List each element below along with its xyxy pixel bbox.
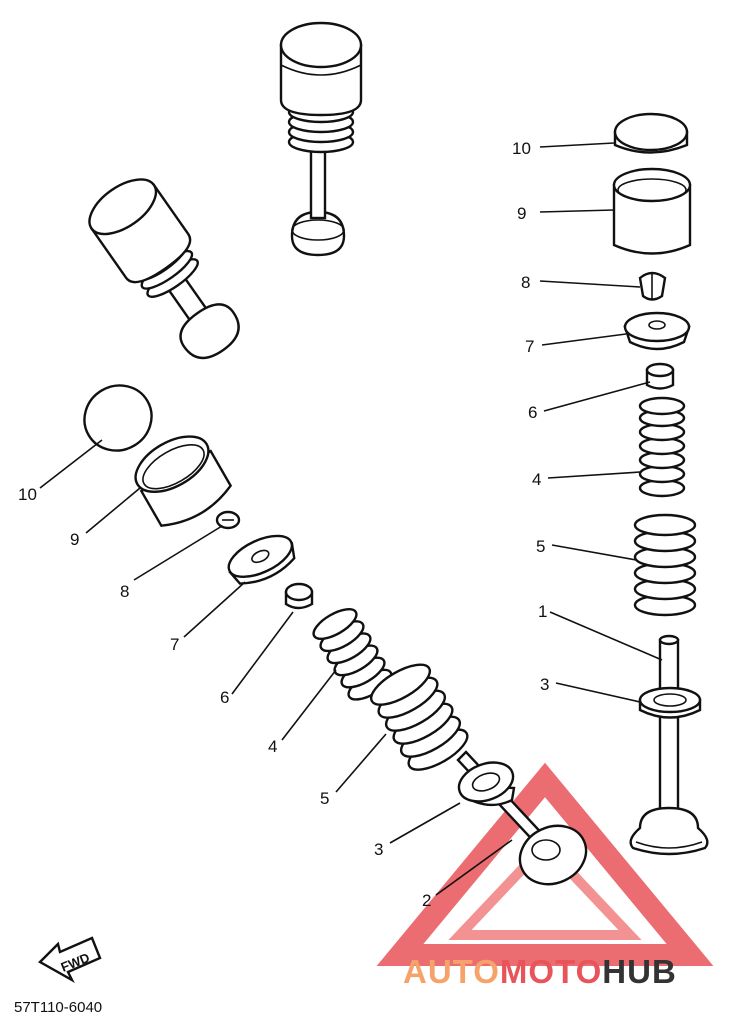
valve-right — [629, 634, 709, 856]
callout-left-9: 9 — [70, 530, 79, 549]
inner-spring-right — [638, 396, 686, 498]
leader-lines — [39, 142, 663, 896]
brand-watermark: AUTOMOTOHUB — [403, 953, 677, 990]
callout-right-7: 7 — [525, 337, 534, 356]
callout-right-6: 6 — [528, 403, 537, 422]
callout-left-7: 7 — [170, 635, 179, 654]
callout-right-1: 1 — [538, 602, 547, 621]
callout-right-8: 8 — [521, 273, 530, 292]
callout-right-10: 10 — [512, 139, 531, 158]
outer-spring-right — [633, 513, 697, 617]
callout-left-5: 5 — [320, 789, 329, 808]
brand-part-auto: AUTO — [403, 953, 500, 990]
callout-left-2: 2 — [422, 891, 431, 910]
callout-left-6: 6 — [220, 688, 229, 707]
callout-right-9: 9 — [517, 204, 526, 223]
brand-part-hub: HUB — [602, 953, 677, 990]
inner-spring-left — [312, 608, 393, 701]
outer-spring-left — [369, 663, 469, 771]
callout-right-5: 5 — [536, 537, 545, 556]
callout-left-8: 8 — [120, 582, 129, 601]
right-column-parts — [612, 112, 709, 856]
assembled-valve-top — [279, 21, 363, 257]
callout-left-3: 3 — [374, 840, 383, 859]
callout-right-4: 4 — [532, 470, 541, 489]
callout-left-4: 4 — [268, 737, 277, 756]
callout-right-3: 3 — [540, 675, 549, 694]
diagram-code: 57T110-6040 — [14, 999, 102, 1016]
callout-left-10: 10 — [18, 485, 37, 504]
assembled-valve-left — [88, 178, 240, 360]
brand-part-moto: MOTO — [500, 953, 602, 990]
watermark-triangle — [376, 762, 714, 966]
left-diagonal-parts — [83, 384, 588, 886]
fwd-arrow: FWD — [38, 936, 102, 983]
